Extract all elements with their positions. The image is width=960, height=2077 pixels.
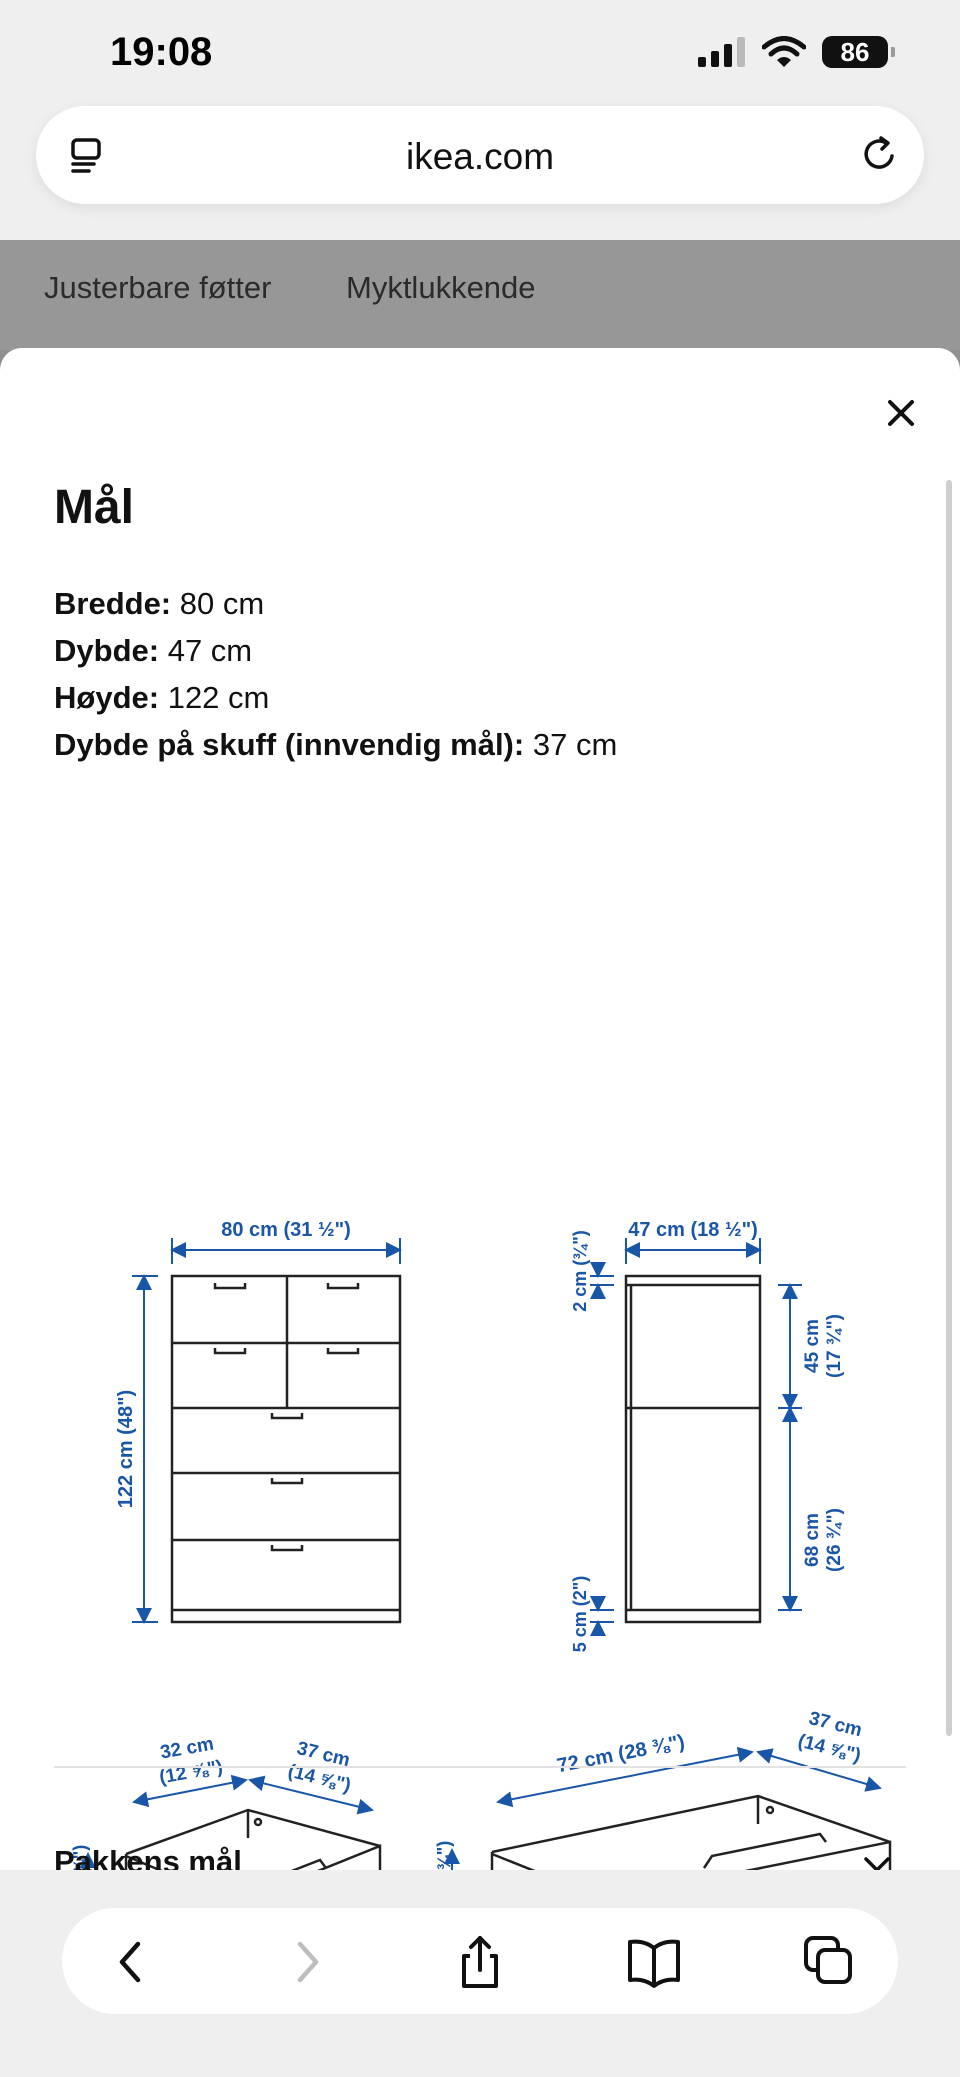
page-behind-overlay: Justerbare føtter Myktlukkende — [0, 240, 960, 350]
signal-icon — [698, 37, 745, 67]
feature-tag: Myktlukkende — [346, 270, 536, 305]
front-view — [170, 1274, 402, 1624]
share-icon[interactable] — [450, 1934, 510, 1990]
side-lower-inch-label: (26 ¾") — [824, 1508, 845, 1572]
toolbar-pill — [62, 1908, 898, 2014]
status-icons: 86 — [698, 36, 895, 68]
reload-icon[interactable] — [860, 134, 900, 174]
side-top-label: 2 cm (¾") — [570, 1230, 590, 1312]
spec-drawer-depth: Dybde på skuff (innvendig mål): 37 cm — [54, 727, 618, 762]
front-height-label: 122 cm (48") — [115, 1390, 137, 1508]
close-icon[interactable] — [876, 388, 926, 438]
dimension-diagram: 80 cm (31 ½") 122 cm (48") — [70, 1219, 892, 1888]
tabs-icon[interactable] — [798, 1934, 858, 1990]
spec-list: Bredde: 80 cm Dybde: 47 cm Høyde: 122 cm… — [54, 580, 617, 768]
status-bar: 19:08 86 — [0, 0, 960, 100]
status-time: 19:08 — [110, 30, 213, 74]
spec-depth: Dybde: 47 cm — [54, 633, 253, 668]
side-upper-inch-label: (17 ¾") — [824, 1314, 845, 1378]
side-upper-label: 45 cm — [802, 1319, 823, 1373]
forward-icon[interactable] — [276, 1934, 336, 1990]
url-text[interactable]: ikea.com — [405, 136, 555, 177]
browser-chrome: ikea.com — [0, 100, 960, 240]
sheet-title: Mål — [54, 481, 135, 534]
scrollbar[interactable] — [946, 480, 952, 1736]
front-dimension-lines — [132, 1238, 402, 1624]
feature-tag: Justerbare føtter — [44, 270, 272, 305]
side-dimension-lines — [590, 1238, 802, 1636]
front-width-label: 80 cm (31 ½") — [221, 1219, 351, 1241]
battery-indicator: 86 — [822, 36, 895, 68]
bookmarks-icon[interactable] — [624, 1934, 684, 1990]
section-divider — [54, 1766, 906, 1768]
back-icon[interactable] — [102, 1934, 162, 1990]
dimensions-sheet: Mål Bredde: 80 cm Dybde: 47 cm Høyde: 12… — [0, 348, 960, 1888]
spec-height: Høyde: 122 cm — [54, 680, 270, 715]
side-bottom-label: 5 cm (2") — [570, 1576, 590, 1653]
large-drawer-dimension-lines — [444, 1746, 882, 1888]
side-view — [624, 1274, 762, 1624]
wifi-icon — [762, 36, 806, 67]
small-drawer-dimension-lines — [80, 1774, 374, 1888]
large-width-label: 72 cm (28 ⅜") — [555, 1731, 686, 1777]
reader-mode-icon[interactable] — [70, 138, 106, 174]
side-depth-label: 47 cm (18 ½") — [628, 1219, 758, 1241]
address-bar[interactable]: ikea.com — [36, 106, 924, 204]
side-lower-label: 68 cm — [802, 1513, 823, 1567]
spec-width: Bredde: 80 cm — [54, 586, 265, 621]
browser-toolbar — [0, 1870, 960, 2077]
